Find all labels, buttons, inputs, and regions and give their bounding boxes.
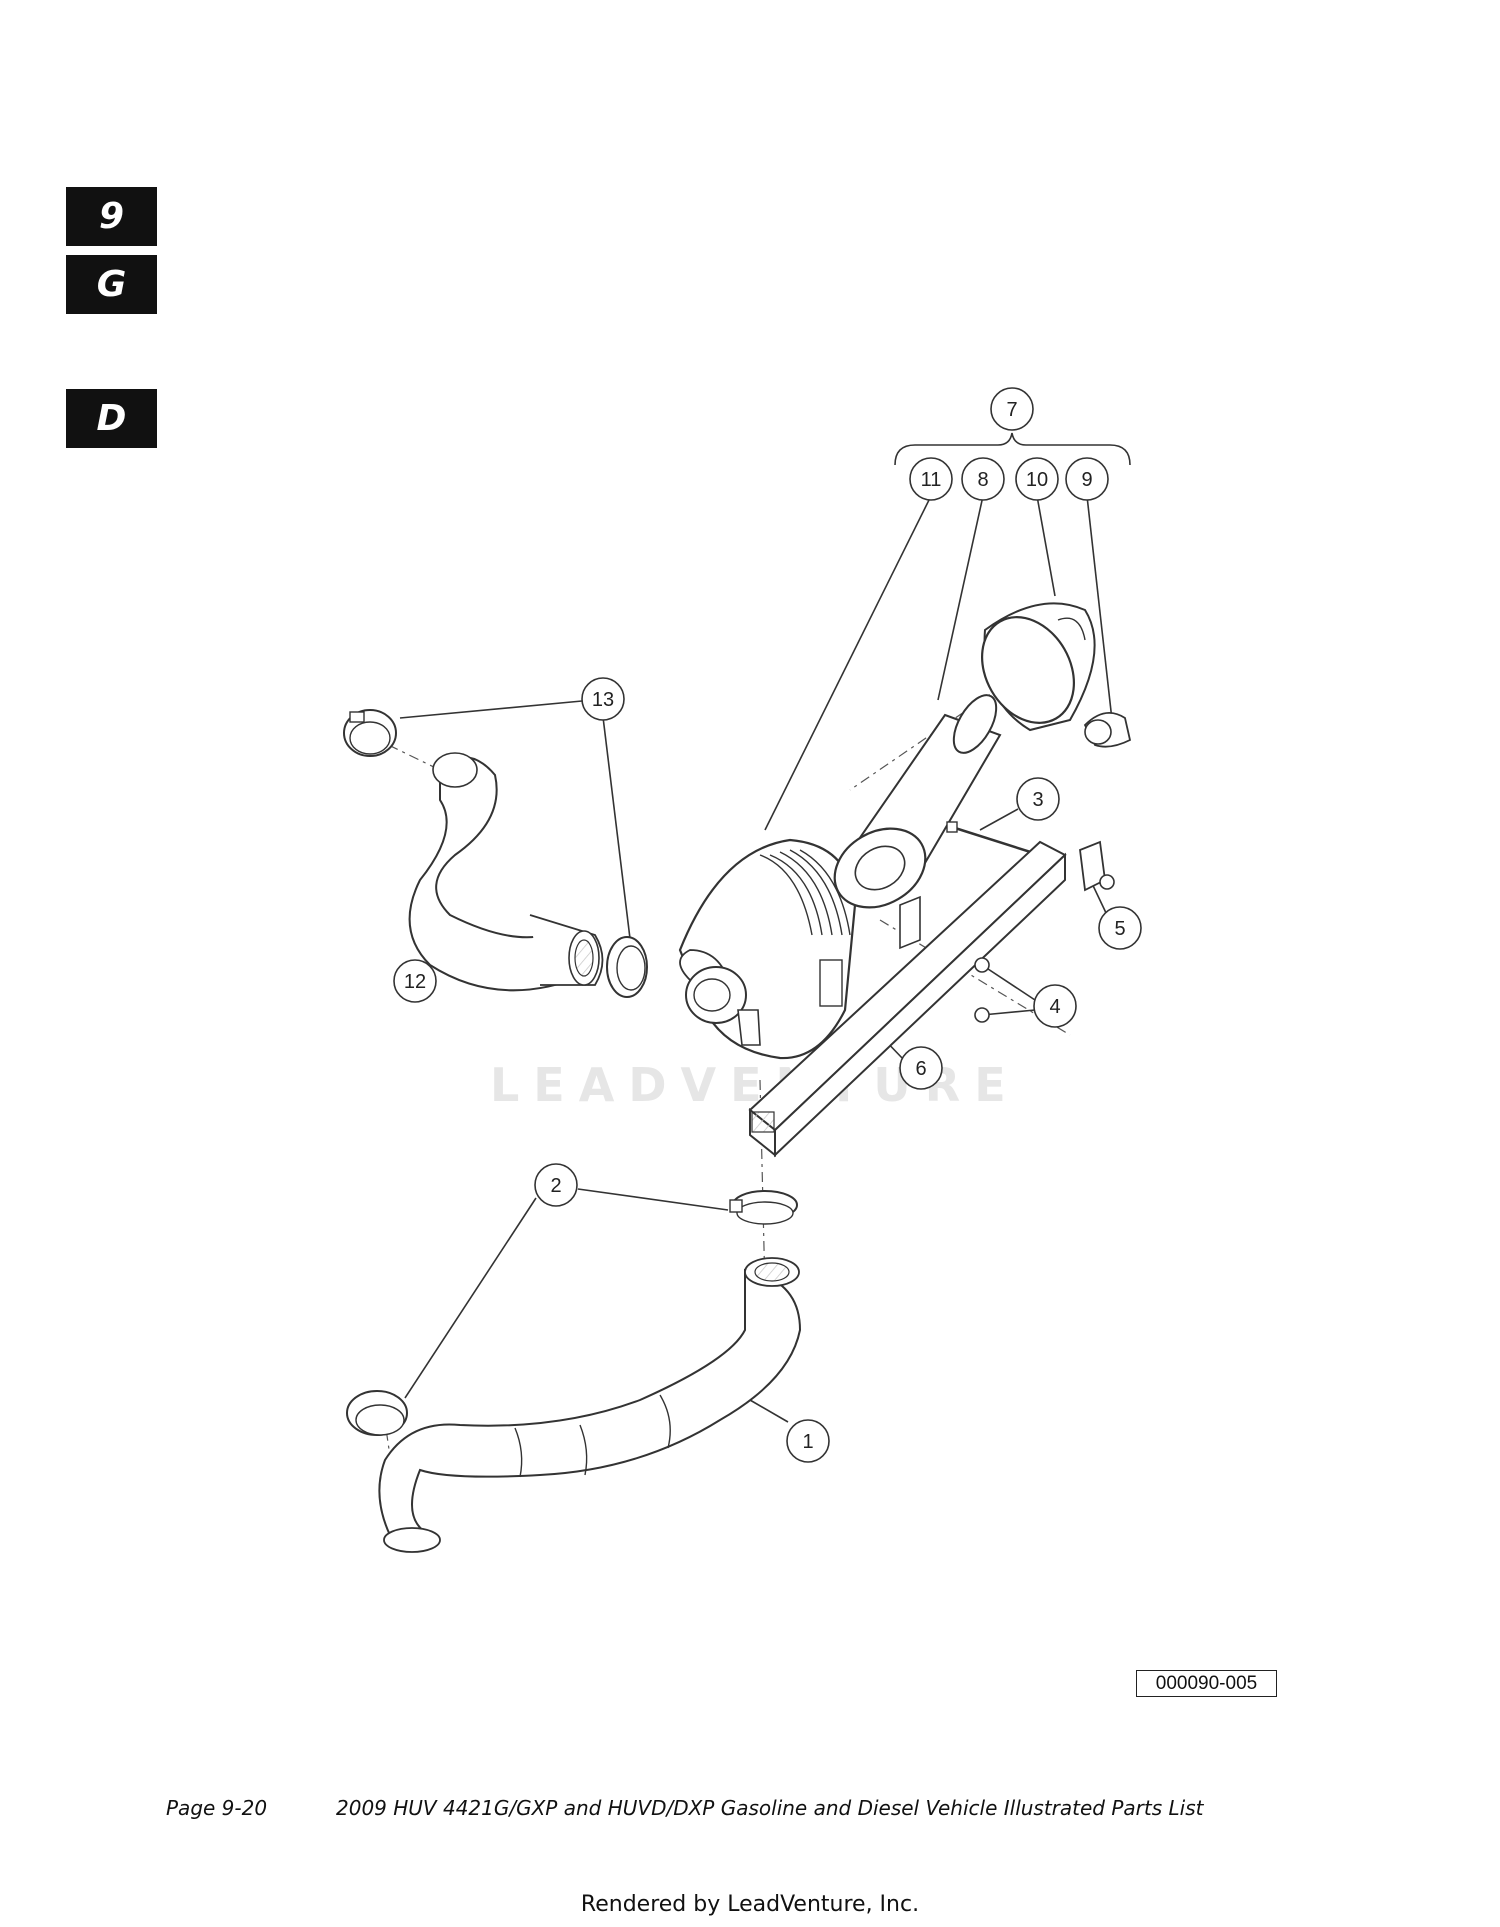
footer-page-number: Page 9-20 bbox=[166, 1796, 268, 1820]
hose-clamp-bottom bbox=[346, 1390, 408, 1436]
footer-title: 2009 HUV 4421G/GXP and HUVD/DXP Gasoline… bbox=[336, 1796, 1204, 1820]
callout-3 bbox=[1016, 777, 1060, 821]
group-bracket bbox=[894, 432, 1131, 466]
fasteners bbox=[974, 874, 1115, 1023]
leader-lines bbox=[399, 495, 1113, 1423]
bolt bbox=[946, 821, 1041, 857]
section-tab-g: G bbox=[66, 255, 157, 314]
callout-2 bbox=[534, 1163, 578, 1207]
callout-2-label: 2 bbox=[550, 1175, 561, 1197]
intake-hose-upper bbox=[408, 752, 604, 992]
intake-hose-lower bbox=[378, 1257, 802, 1553]
callout-9 bbox=[1065, 457, 1109, 501]
callout-10-label: 10 bbox=[1026, 469, 1048, 491]
air-cleaner-housing bbox=[678, 838, 857, 1060]
callout-4-label: 4 bbox=[1049, 996, 1060, 1018]
callout-8 bbox=[961, 457, 1005, 501]
callout-11 bbox=[909, 457, 953, 501]
rendered-by-credit: Rendered by LeadVenture, Inc. bbox=[580, 1892, 920, 1917]
callout-6-label: 6 bbox=[915, 1058, 926, 1080]
air-cleaner-cover bbox=[980, 602, 1096, 732]
callout-1-label: 1 bbox=[802, 1431, 813, 1453]
callout-13 bbox=[581, 677, 625, 721]
callout-1 bbox=[786, 1419, 830, 1463]
air-filter-element bbox=[833, 694, 1002, 909]
section-tab-d: D bbox=[66, 389, 157, 448]
section-tab-9: 9 bbox=[66, 187, 157, 246]
mounting-bracket bbox=[748, 840, 1106, 1158]
callout-5-label: 5 bbox=[1114, 918, 1125, 940]
callout-7 bbox=[990, 387, 1034, 431]
hose-clamp-upper bbox=[343, 709, 397, 757]
callout-10 bbox=[1015, 457, 1059, 501]
callout-group: 7 11 8 10 9 13 3 5 4 6 12 2 1 bbox=[393, 387, 1142, 1463]
callout-6 bbox=[899, 1046, 943, 1090]
hose-clamp-lower bbox=[606, 936, 648, 998]
callout-5 bbox=[1098, 906, 1142, 950]
callout-11-label: 11 bbox=[921, 469, 942, 491]
hose-clamp-top bbox=[729, 1190, 798, 1225]
callout-8-label: 8 bbox=[977, 469, 988, 491]
callout-7-label: 7 bbox=[1006, 399, 1017, 421]
callout-12-label: 12 bbox=[404, 971, 426, 993]
callout-4 bbox=[1033, 984, 1077, 1028]
callout-3-label: 3 bbox=[1032, 789, 1043, 811]
figure-code: 000090-005 bbox=[1136, 1670, 1277, 1697]
callout-9-label: 9 bbox=[1081, 469, 1092, 491]
vacuator-valve bbox=[1083, 711, 1132, 748]
callout-12 bbox=[393, 959, 437, 1003]
callout-13-label: 13 bbox=[592, 689, 614, 711]
